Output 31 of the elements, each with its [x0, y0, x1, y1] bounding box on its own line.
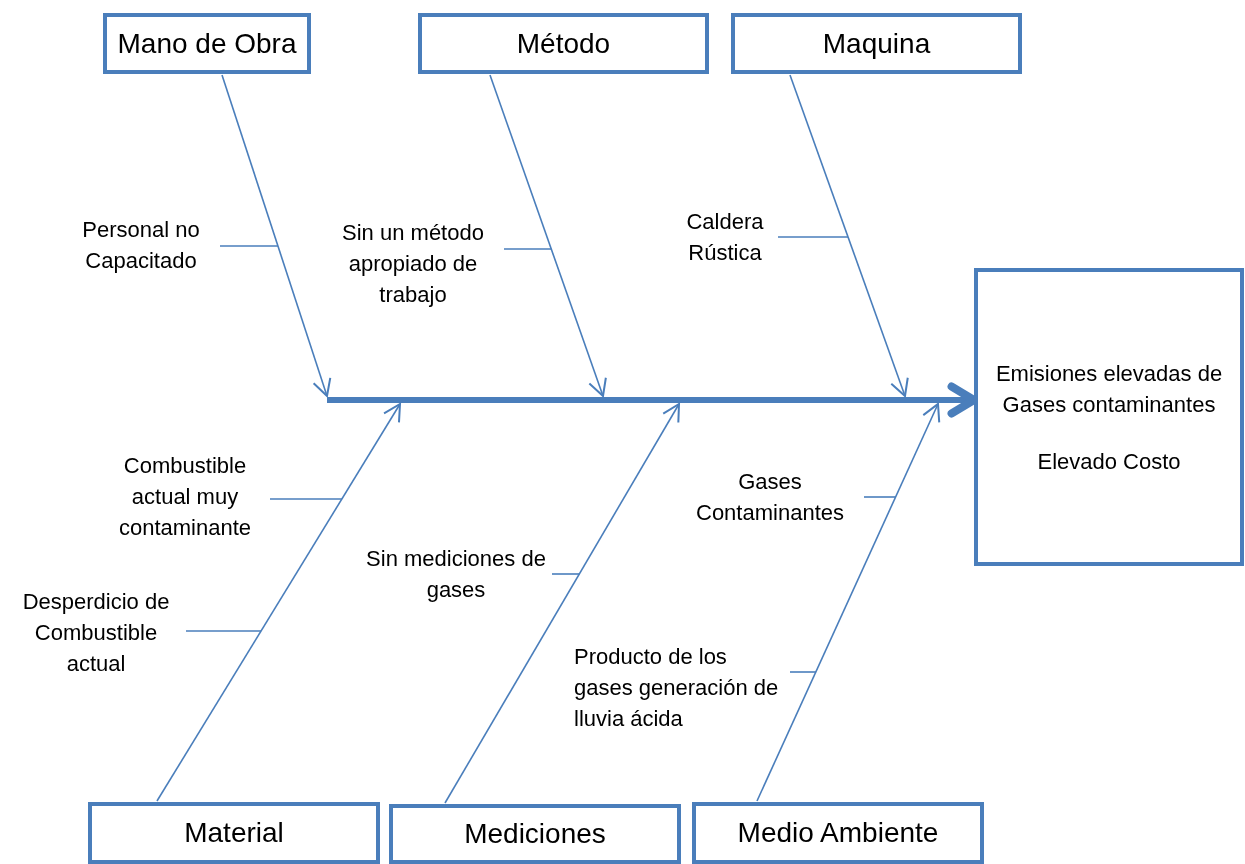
cause-label: Sin mediciones de gases: [360, 543, 552, 605]
category-box: Material: [88, 802, 380, 864]
cause-label: Personal no Capacitado: [62, 214, 220, 276]
leader-line: [551, 573, 581, 575]
bone-arrow: [156, 403, 401, 802]
effect-box: [974, 268, 1244, 566]
bone-arrow: [444, 403, 680, 804]
leader-line: [185, 630, 262, 632]
category-box: Maquina: [731, 13, 1022, 74]
leader-line: [503, 248, 553, 250]
cause-label: Sin un método apropiado de trabajo: [322, 217, 504, 310]
leader-line: [777, 236, 849, 238]
bone-arrow: [221, 74, 332, 397]
cause-label: Combustible actual muy contaminante: [100, 450, 270, 543]
cause-label: Desperdicio de Combustible actual: [6, 586, 186, 679]
bone-arrow: [789, 74, 909, 397]
category-box: Mano de Obra: [103, 13, 311, 74]
bone-arrow: [489, 74, 607, 397]
bone-arrow: [756, 403, 941, 802]
effect-text: Emisiones elevadas de Gases contaminantes: [994, 359, 1224, 419]
cause-label: Caldera Rústica: [672, 206, 778, 268]
leader-line: [219, 245, 279, 247]
cause-label: Gases Contaminantes: [676, 466, 864, 528]
leader-line: [789, 671, 817, 673]
leader-line: [863, 496, 897, 498]
leader-line: [269, 498, 343, 500]
cause-label: Producto de los gases generación de lluvia ácida: [574, 641, 790, 734]
effect-text: Elevado Costo: [1037, 447, 1181, 476]
category-box: Mediciones: [389, 804, 681, 864]
category-box: Método: [418, 13, 709, 74]
category-box: Medio Ambiente: [692, 802, 984, 864]
